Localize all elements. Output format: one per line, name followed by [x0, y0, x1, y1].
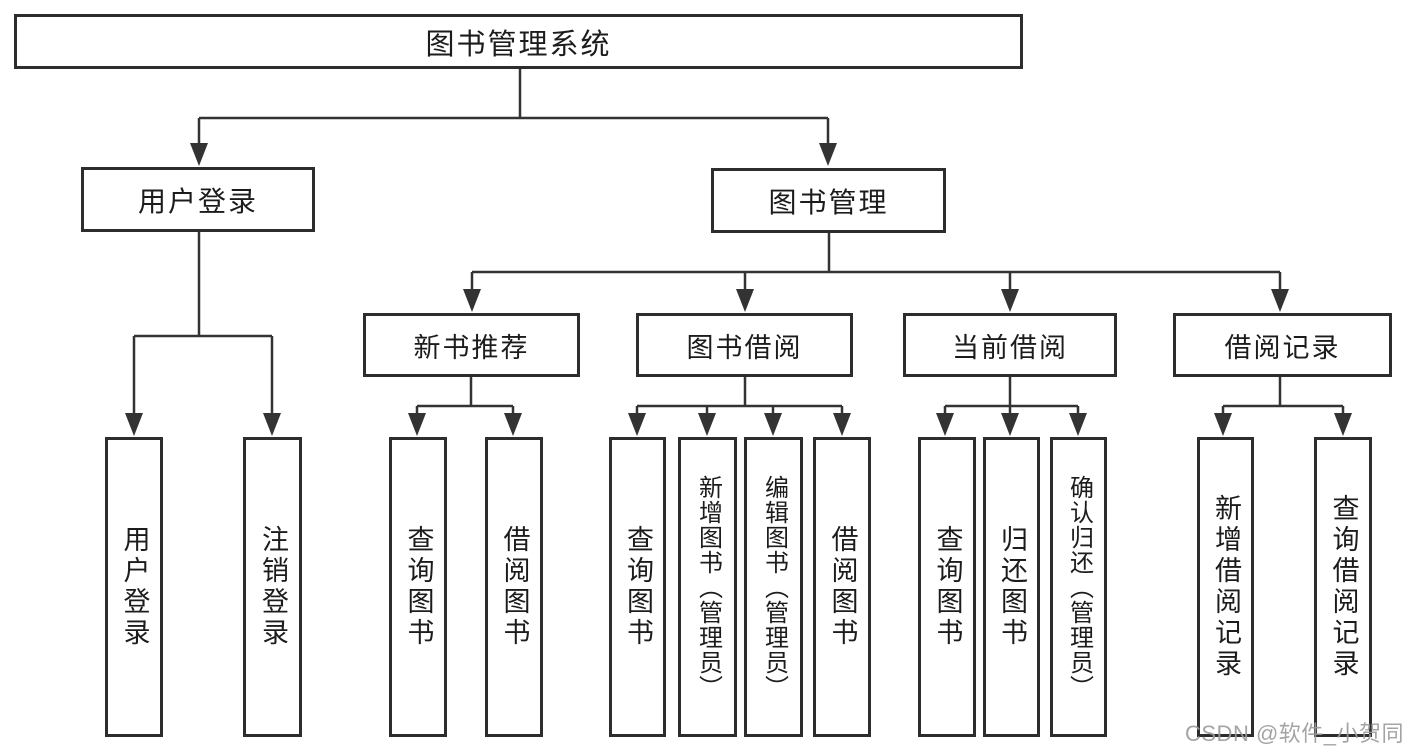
leaf-current-query-book: 查询图书 [918, 437, 976, 737]
leaf-recommend-query-book: 查询图书 [389, 437, 447, 737]
node-borrow-records: 借阅记录 [1173, 313, 1392, 377]
node-label: 注销登录 [258, 525, 288, 649]
arrowheads [125, 143, 1352, 436]
leaf-current-return-book: 归还图书 [983, 437, 1040, 737]
leaf-recommend-borrow-book: 借阅图书 [485, 437, 543, 737]
node-book-borrow: 图书借阅 [636, 313, 853, 377]
node-new-book-recommend: 新书推荐 [363, 313, 580, 377]
node-label: 用户登录 [137, 185, 258, 217]
node-label: 查询图书 [932, 525, 963, 649]
node-label: 新书推荐 [413, 332, 530, 363]
node-label: 查询借阅记录 [1328, 494, 1359, 680]
csdn-watermark: CSDN @软件_小贺同学 [1185, 721, 1405, 746]
node-user-login: 用户登录 [81, 167, 315, 232]
node-label: 新增借阅记录 [1211, 494, 1241, 680]
leaf-borrow-edit-book-admin: 编辑图书（管理员） [744, 437, 803, 737]
leaf-borrow-query-book: 查询图书 [609, 437, 666, 737]
node-label: 编辑图书（管理员） [760, 474, 788, 700]
leaf-user-login: 用户登录 [105, 437, 163, 737]
node-label: 新增图书（管理员） [694, 474, 722, 700]
node-label: 查询图书 [623, 525, 653, 649]
node-label: 借阅记录 [1224, 332, 1341, 363]
node-book-management: 图书管理 [711, 168, 946, 233]
node-current-borrow: 当前借阅 [903, 313, 1117, 377]
leaf-record-query-borrow-record: 查询借阅记录 [1314, 437, 1372, 737]
leaf-record-add-borrow-record: 新增借阅记录 [1197, 437, 1254, 737]
leaf-current-confirm-return-admin: 确认归还（管理员） [1050, 437, 1107, 737]
node-label: 借阅图书 [499, 525, 530, 649]
leaf-logout-login: 注销登录 [243, 437, 302, 737]
node-book-management-system: 图书管理系统 [14, 14, 1023, 69]
node-label: 查询图书 [403, 525, 434, 649]
node-label: 归还图书 [997, 525, 1027, 649]
node-label: 借阅图书 [827, 525, 858, 649]
node-label: 图书借阅 [686, 332, 803, 363]
node-label: 用户登录 [119, 525, 150, 649]
node-label: 图书管理 [768, 186, 889, 218]
node-label: 图书管理系统 [425, 28, 612, 61]
leaf-borrow-add-book-admin: 新增图书（管理员） [678, 437, 737, 737]
node-label: 当前借阅 [952, 332, 1068, 363]
node-label: 确认归还（管理员） [1065, 474, 1093, 700]
leaf-borrow-borrow-book: 借阅图书 [813, 437, 871, 737]
